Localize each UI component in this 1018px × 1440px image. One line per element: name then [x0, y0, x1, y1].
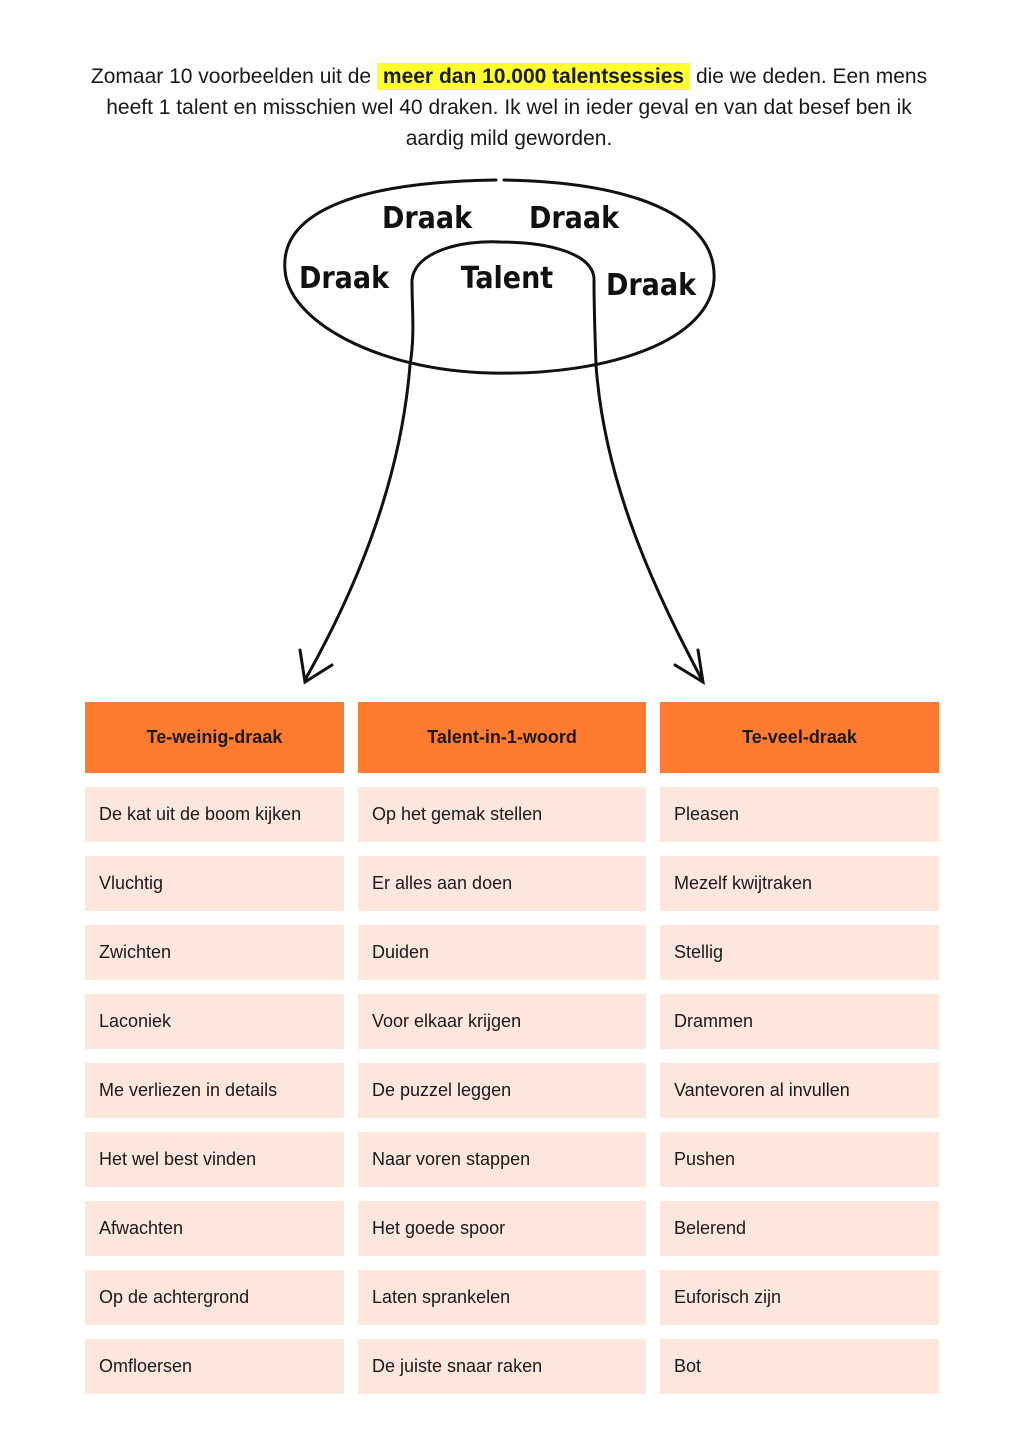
table-cell: De puzzel leggen — [358, 1063, 646, 1118]
column-header: Talent-in-1-woord — [358, 702, 646, 773]
table-cell: Bot — [660, 1339, 939, 1394]
diagram-label-draak-3: Draak — [299, 261, 390, 296]
table-cell: Euforisch zijn — [660, 1270, 939, 1325]
diagram-sketch: Draak Draak Draak Talent Draak — [283, 178, 716, 685]
table-cell: Naar voren stappen — [358, 1132, 646, 1187]
table-cell: Het goede spoor — [358, 1201, 646, 1256]
table-cell: Zwichten — [85, 925, 344, 980]
diagram-label-draak-1: Draak — [382, 201, 473, 236]
table-cell: Vantevoren al invullen — [660, 1063, 939, 1118]
table-cell: Drammen — [660, 994, 939, 1049]
table-cell: Me verliezen in details — [85, 1063, 344, 1118]
column-te-veel-draak: Te-veel-draak Pleasen Mezelf kwijtraken … — [660, 702, 939, 1394]
intro-paragraph: Zomaar 10 voorbeelden uit de meer dan 10… — [80, 61, 938, 154]
cylinder-right-side — [592, 278, 598, 367]
table-cell: Stellig — [660, 925, 939, 980]
table-cell: Laconiek — [85, 994, 344, 1049]
diagram-label-draak-4: Draak — [606, 268, 697, 303]
table-cell: Er alles aan doen — [358, 856, 646, 911]
right-arrow-shaft — [594, 363, 704, 682]
left-arrow-shaft — [303, 363, 412, 682]
table-cell: Vluchtig — [85, 856, 344, 911]
table-cell: Op het gemak stellen — [358, 787, 646, 842]
table-cell: Afwachten — [85, 1201, 344, 1256]
left-arrow-head — [298, 648, 334, 685]
table-cell: Omfloersen — [85, 1339, 344, 1394]
column-talent-in-1-woord: Talent-in-1-woord Op het gemak stellen E… — [358, 702, 646, 1394]
column-header: Te-weinig-draak — [85, 702, 344, 773]
right-arrow-head — [673, 648, 705, 685]
intro-text-after: die we deden. Een mens heeft 1 talent en… — [106, 65, 928, 150]
column-te-weinig-draak: Te-weinig-draak De kat uit de boom kijke… — [85, 702, 344, 1394]
table-cell: Pushen — [660, 1132, 939, 1187]
table-cell: Voor elkaar krijgen — [358, 994, 646, 1049]
talent-dragon-diagram: Draak Draak Draak Talent Draak — [100, 160, 890, 690]
intro-highlight: meer dan 10.000 talentsessies — [376, 63, 691, 90]
intro-text-before: Zomaar 10 voorbeelden uit de — [90, 65, 377, 88]
diagram-label-draak-2: Draak — [529, 201, 620, 236]
table-cell: De kat uit de boom kijken — [85, 787, 344, 842]
column-header: Te-veel-draak — [660, 702, 939, 773]
table-cell: Op de achtergrond — [85, 1270, 344, 1325]
outer-ellipse — [283, 178, 716, 375]
table-cell: Laten sprankelen — [358, 1270, 646, 1325]
table-cell: Pleasen — [660, 787, 939, 842]
table-cell: Het wel best vinden — [85, 1132, 344, 1187]
table-cell: De juiste snaar raken — [358, 1339, 646, 1394]
table-cell: Belerend — [660, 1201, 939, 1256]
inner-cylinder-top — [410, 240, 596, 282]
cylinder-left-side — [408, 280, 415, 367]
table-cell: Mezelf kwijtraken — [660, 856, 939, 911]
table-cell: Duiden — [358, 925, 646, 980]
diagram-label-talent: Talent — [461, 261, 554, 296]
